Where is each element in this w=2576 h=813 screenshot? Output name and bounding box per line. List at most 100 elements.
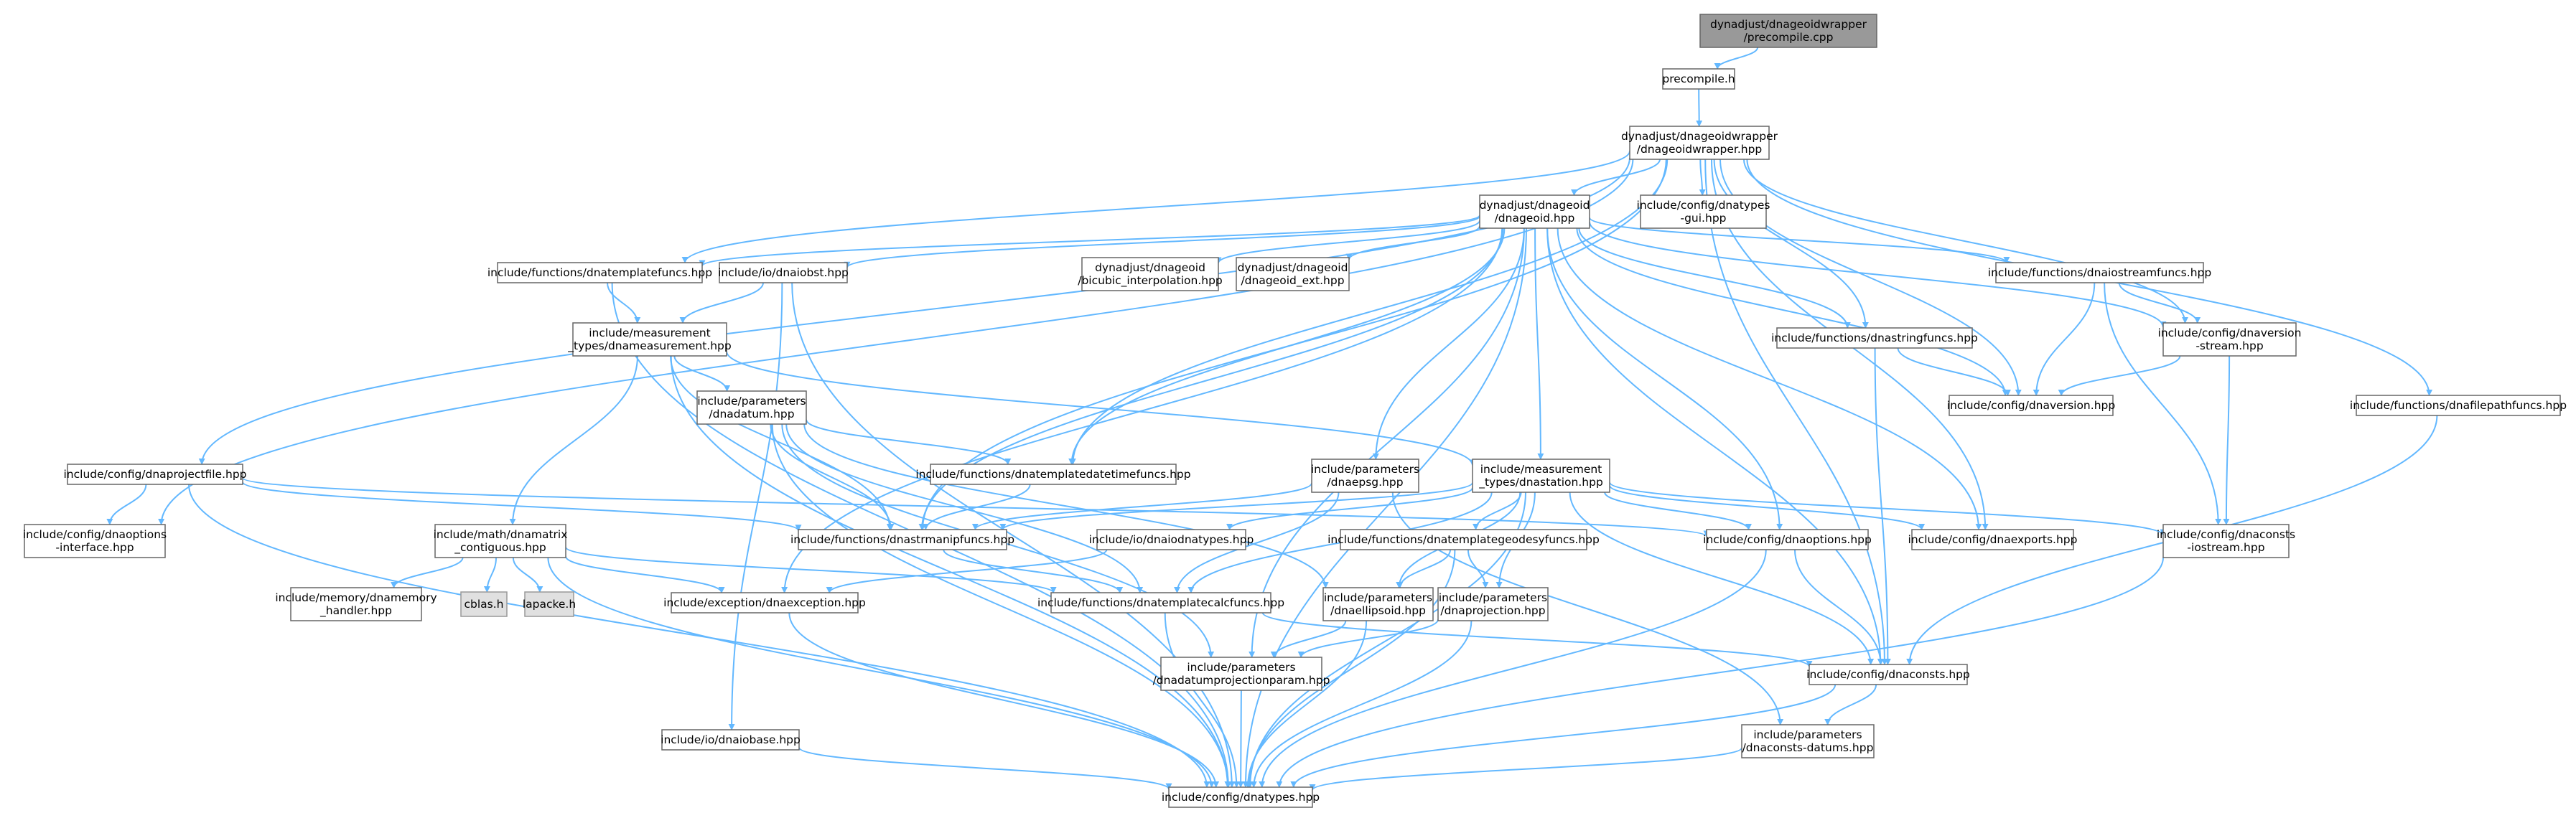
node-projectfile[interactable]: include/config/dnaprojectfile.hpp xyxy=(63,464,247,485)
edge-consts_iostream-to-dnatypes xyxy=(1276,557,2164,788)
edge-dnameasurement-to-dnatypes xyxy=(670,355,1231,788)
node-dnaversion-stream[interactable]: include/config/dnaversion-stream.hpp xyxy=(2158,322,2302,357)
edge-dnastation-to-geodesyfuncs xyxy=(1473,492,1522,530)
node-label-line: lapacke.h xyxy=(523,598,576,611)
node-box xyxy=(1322,587,1434,621)
node-label-line: /dnaconsts-datums.hpp xyxy=(1742,741,1874,754)
node-label-line: dynadjust/dnageoid xyxy=(1238,261,1348,274)
node-dnageoid-hpp[interactable]: dynadjust/dnageoid/dnageoid.hpp xyxy=(1479,194,1590,229)
node-box xyxy=(1081,257,1219,291)
node-projection[interactable]: include/parameters/dnaprojection.hpp xyxy=(1437,587,1549,621)
edge-dnamatrix-to-dnamemory xyxy=(391,557,464,588)
node-box xyxy=(1629,126,1770,160)
node-bicubic[interactable]: dynadjust/dnageoid/bicubic_interpolation… xyxy=(1078,257,1223,291)
node-dnaiobst[interactable]: include/io/dnaiobst.hpp xyxy=(718,262,849,283)
edge-dnamatrix-to-calcfuncs xyxy=(565,546,1057,593)
edge-dnaversion_stream-to-dnaversion xyxy=(2058,355,2181,396)
edge-strmanip-to-calcfuncs xyxy=(943,549,1124,593)
edge-geodesyfuncs-to-ellipsoid xyxy=(1396,549,1451,588)
node-label-line: include/parameters xyxy=(697,395,806,408)
edge-dnaiobase-to-dnatypes xyxy=(798,746,1172,790)
node-label-line: include/memory/dnamemory xyxy=(275,591,437,604)
node-geodesyfuncs[interactable]: include/functions/dnatemplategeodesyfunc… xyxy=(1327,529,1600,550)
node-box xyxy=(930,464,1177,485)
node-options-iface[interactable]: include/config/dnaoptions-interface.hpp xyxy=(23,524,167,558)
node-filepathfuncs[interactable]: include/functions/dnafilepathfuncs.hpp xyxy=(2350,395,2567,416)
node-calcfuncs[interactable]: include/functions/dnatemplatecalcfuncs.h… xyxy=(1037,592,1284,614)
node-box xyxy=(1479,194,1590,229)
nodes-layer: dynadjust/dnageoidwrapper/precompile.cpp… xyxy=(23,14,2567,808)
edge-dnameasurement-to-dnamatrix xyxy=(509,355,638,525)
node-dnadatum[interactable]: include/parameters/dnadatum.hpp xyxy=(696,390,807,425)
node-datetimefuncs[interactable]: include/functions/dnatemplatedatetimefun… xyxy=(915,464,1191,485)
node-dnamatrix[interactable]: include/math/dnamatrix_contiguous.hpp xyxy=(434,524,568,558)
node-box xyxy=(1662,68,1735,90)
node-box xyxy=(1236,257,1350,291)
node-stringfuncs[interactable]: include/functions/dnastringfuncs.hpp xyxy=(1771,327,1978,349)
node-dnatypes[interactable]: include/config/dnatypes.hpp xyxy=(1162,786,1320,808)
edge-dnageoid_hpp-to-dnaexports xyxy=(1557,227,1982,530)
node-precompile-h[interactable]: precompile.h xyxy=(1662,68,1735,90)
node-label-line: include/functions/dnatemplatedatetimefun… xyxy=(915,468,1190,481)
node-dnaconsts[interactable]: include/config/dnaconsts.hpp xyxy=(1806,664,1970,685)
node-box xyxy=(434,524,566,558)
edge-dnaconsts-to-dnatypes xyxy=(1290,684,1837,788)
node-label-line: include/config/dnatypes.hpp xyxy=(1162,791,1320,804)
edge-dnaiodnatypes-to-dnaexception xyxy=(826,549,1108,593)
node-dnameasurement[interactable]: include/measurement_types/dnameasurement… xyxy=(567,322,732,357)
node-label-line: /dnadatum.hpp xyxy=(709,408,794,420)
node-label-line: include/functions/dnatemplategeodesyfunc… xyxy=(1327,533,1600,546)
node-ellipsoid[interactable]: include/parameters/dnaellipsoid.hpp xyxy=(1322,587,1434,621)
node-box xyxy=(1741,724,1875,758)
node-label-line: include/parameters xyxy=(1439,591,1547,604)
edge-dnadatum-to-datetimefuncs xyxy=(806,419,1012,465)
node-dnaexports[interactable]: include/config/dnaexports.hpp xyxy=(1908,529,2078,550)
node-label-line: include/functions/dnatemplatefuncs.hpp xyxy=(487,266,712,279)
node-geoid-ext[interactable]: dynadjust/dnageoid/dnageoid_ext.hpp xyxy=(1236,257,1350,291)
node-templatefuncs[interactable]: include/functions/dnatemplatefuncs.hpp xyxy=(487,262,712,283)
node-label-line: /dnageoid.hpp xyxy=(1495,212,1575,225)
node-label-line: _types/dnameasurement.hpp xyxy=(567,339,731,353)
edge-dnaoptions-to-dnatypes xyxy=(1259,549,1767,788)
node-label-line: include/config/dnaconsts.hpp xyxy=(1806,668,1970,681)
edge-iostreamfuncs-to-dnaversion_stream xyxy=(2118,282,2201,324)
edge-consts_datums-to-dnatypes xyxy=(1309,747,1742,791)
edge-dnastation-to-dnaoptions xyxy=(1604,492,1752,530)
node-box xyxy=(1168,786,1313,808)
edge-dnaiobst-to-dnatypes xyxy=(791,282,1236,788)
node-label-line: cblas.h xyxy=(465,598,504,611)
node-box xyxy=(1995,262,2204,283)
node-label-line: /dnaellipsoid.hpp xyxy=(1330,604,1426,617)
node-dnaexception[interactable]: include/exception/dnaexception.hpp xyxy=(663,592,866,614)
node-dnaversion[interactable]: include/config/dnaversion.hpp xyxy=(1947,395,2115,416)
node-dnatypes-gui[interactable]: include/config/dnatypes-gui.hpp xyxy=(1637,194,1770,229)
node-label-line: include/config/dnaprojectfile.hpp xyxy=(63,468,246,481)
edge-dnageoid_hpp-to-dnaoptions xyxy=(1546,227,1783,530)
node-dnamemory[interactable]: include/memory/dnamemory_handler.hpp xyxy=(275,587,437,621)
node-datumproj[interactable]: include/parameters/dnadatumprojectionpar… xyxy=(1153,657,1330,691)
edge-dnageoid_hpp-to-dnaconsts xyxy=(1546,227,1884,665)
node-dnaiodnatypes[interactable]: include/io/dnaiodnatypes.hpp xyxy=(1089,529,1254,550)
node-box xyxy=(798,529,1007,550)
node-dnaepsg[interactable]: include/parameters/dnaepsg.hpp xyxy=(1311,459,1419,493)
node-dnaoptions[interactable]: include/config/dnaoptions.hpp xyxy=(1703,529,1872,550)
node-label-line: /dnaepsg.hpp xyxy=(1327,476,1403,489)
node-label-line: include/functions/dnastrmanipfuncs.hpp xyxy=(790,533,1014,546)
node-lapacke: lapacke.h xyxy=(523,591,576,617)
edge-dnaconsts-to-consts_datums xyxy=(1824,684,1877,725)
node-consts-iostream[interactable]: include/config/dnaconsts-iostream.hpp xyxy=(2157,524,2295,558)
node-dnastation[interactable]: include/measurement_types/dnastation.hpp xyxy=(1472,459,1610,493)
node-consts-datums[interactable]: include/parameters/dnaconsts-datums.hpp xyxy=(1741,724,1875,758)
edge-dnaepsg-to-strmanip xyxy=(972,482,1312,530)
node-label-line: _handler.hpp xyxy=(319,604,392,618)
edge-stringfuncs-to-dnaconsts xyxy=(1874,347,1891,665)
node-strmanip[interactable]: include/functions/dnastrmanipfuncs.hpp xyxy=(790,529,1014,550)
node-iostreamfuncs[interactable]: include/functions/dnaiostreamfuncs.hpp xyxy=(1988,262,2211,283)
edge-calcfuncs-to-dnatypes xyxy=(1164,612,1240,788)
node-dnaiobase[interactable]: include/io/dnaiobase.hpp xyxy=(661,729,801,751)
node-wrapper-hpp[interactable]: dynadjust/dnageoidwrapper/dnageoidwrappe… xyxy=(1621,126,1778,160)
node-label-line: /dnaprojection.hpp xyxy=(1440,604,1545,617)
node-box xyxy=(460,591,508,617)
edge-dnageoid_hpp-to-bicubic xyxy=(1215,220,1480,264)
